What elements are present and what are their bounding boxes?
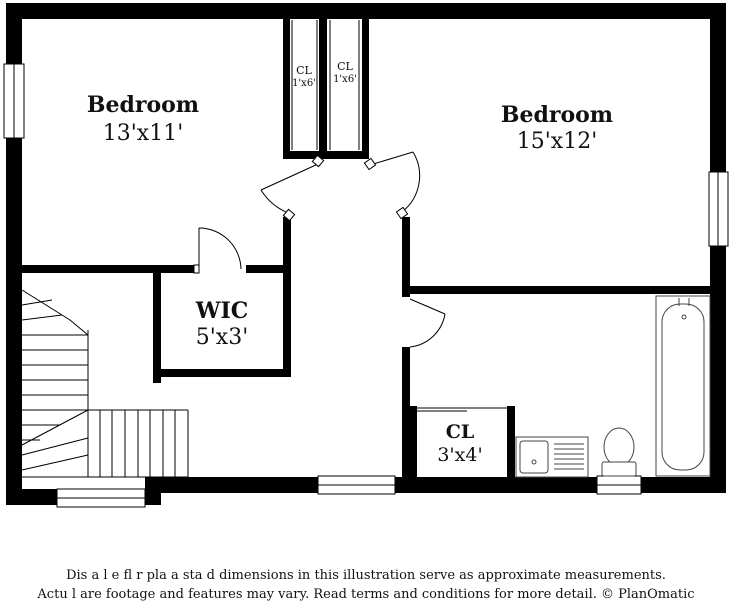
toilet bbox=[601, 427, 637, 477]
doors bbox=[193, 151, 446, 348]
room-size: 13'x11' bbox=[103, 121, 184, 146]
room-name: Bedroom bbox=[87, 92, 199, 118]
room-name: WIC bbox=[195, 298, 249, 324]
room-wic: WIC 5'x3' bbox=[195, 298, 249, 350]
staircase bbox=[21, 289, 189, 478]
room-bedroom-left: Bedroom 13'x11' bbox=[87, 92, 199, 146]
disclaimer-line-2: Actu l are footage and features may vary… bbox=[37, 587, 695, 602]
disclaimer-line-1: Dis a l e fl r pla a sta d dimensions in… bbox=[66, 568, 666, 583]
windows bbox=[3, 63, 729, 508]
closet-lines bbox=[291, 20, 507, 412]
disclaimer: Dis a l e fl r pla a sta d dimensions in… bbox=[0, 566, 732, 604]
sink-vanity bbox=[515, 436, 589, 478]
room-name: CL bbox=[337, 60, 353, 73]
room-closet-bath: CL 3'x4' bbox=[437, 421, 482, 466]
room-size: 1'x6' bbox=[333, 74, 357, 85]
room-closet-1: CL 1'x6' bbox=[292, 64, 316, 89]
room-closet-2: CL 1'x6' bbox=[333, 60, 357, 85]
room-name: Bedroom bbox=[501, 102, 613, 128]
room-name: CL bbox=[446, 421, 474, 443]
room-size: 3'x4' bbox=[437, 444, 482, 466]
bathtub bbox=[655, 295, 711, 477]
room-size: 5'x3' bbox=[196, 325, 249, 350]
room-name: CL bbox=[296, 64, 312, 77]
room-size: 1'x6' bbox=[292, 78, 316, 89]
floor-plan: Bedroom 13'x11' Bedroom 15'x12' WIC 5'x3… bbox=[3, 3, 729, 508]
interior-walls bbox=[22, 19, 718, 487]
room-size: 15'x12' bbox=[517, 129, 598, 154]
room-bedroom-right: Bedroom 15'x12' bbox=[501, 102, 613, 154]
